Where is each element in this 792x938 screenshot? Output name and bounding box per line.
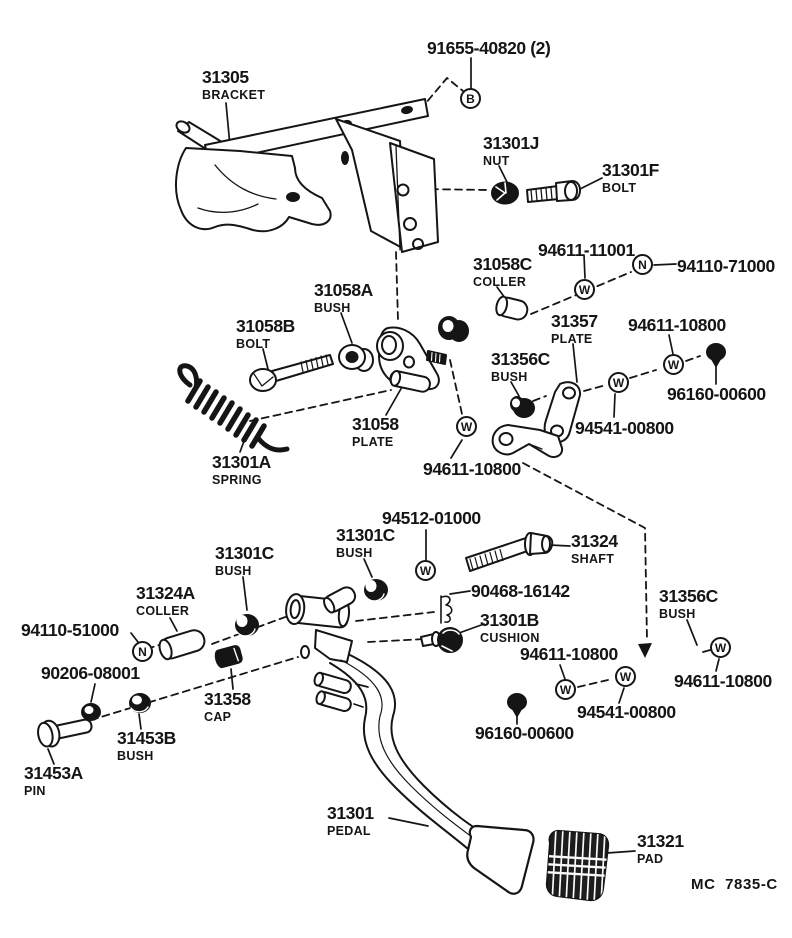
part-label-90206-08001: 90206-08001	[41, 663, 140, 683]
screw-96160-bottom-drawing	[507, 693, 527, 717]
washer-marker-w-5: W	[415, 560, 436, 581]
nut-31301j-drawing	[491, 181, 519, 205]
part-label-96160-00600-a: 96160-00600	[667, 384, 766, 404]
cap-31358-drawing	[214, 645, 243, 669]
washer-marker-w-6: W	[555, 679, 576, 700]
bolt-31058b-drawing	[249, 354, 334, 392]
part-label-94541-00800-a: 94541-00800	[575, 418, 674, 438]
clip-90468-drawing	[440, 595, 453, 624]
collar-31324a-drawing	[158, 629, 206, 661]
nut-marker-n-1: N	[632, 254, 653, 275]
shaft-31324-drawing	[465, 532, 554, 572]
bush-31301c-right-drawing	[364, 579, 388, 602]
bush-31301c-left-drawing	[235, 614, 259, 637]
diagram-code: MC 7835-C	[691, 876, 778, 893]
pad-31321-drawing	[545, 829, 610, 902]
part-label-94541-00800-b: 94541-00800	[577, 702, 676, 722]
washer-marker-w-7: W	[710, 637, 731, 658]
washer-marker-w-8: W	[615, 666, 636, 687]
nut-marker-n-2: N	[132, 641, 153, 662]
plate-31357-drawing	[491, 381, 582, 458]
collar-31058c-drawing	[495, 295, 529, 321]
washer-marker-w-2: W	[663, 354, 684, 375]
spring-31301a-drawing	[177, 363, 290, 453]
cushion-31301b-drawing	[420, 627, 463, 653]
screw-96160-top-drawing	[706, 343, 726, 367]
bush-31453b-drawing	[129, 693, 151, 713]
part-label-91655-40820: 91655-40820 (2)	[427, 38, 551, 58]
washer-90206-drawing	[81, 703, 101, 721]
part-label-94611-10800-c: 94611-10800	[520, 644, 618, 664]
washer-marker-w-1: W	[574, 279, 595, 300]
washer-marker-w-4: W	[456, 416, 477, 437]
plate-31058-knuckle-drawing	[376, 326, 447, 393]
bush-drawing-top	[438, 316, 469, 342]
pin-31453a-drawing	[37, 718, 93, 748]
part-label-94611-11001: 94611-11001	[538, 240, 635, 260]
part-label-96160-00600-b: 96160-00600	[475, 723, 574, 743]
washer-marker-w-3: W	[608, 372, 629, 393]
bolt-marker-b: B	[460, 88, 481, 109]
pedal-31301-drawing	[285, 586, 535, 895]
bush-31356c-mid-drawing	[510, 396, 535, 418]
bolt-31301f-drawing	[526, 180, 581, 203]
part-label-94611-10800-d: 94611-10800	[674, 671, 772, 691]
part-label-94110-51000: 94110-51000	[21, 620, 119, 640]
part-label-94110-71000: 94110-71000	[677, 256, 775, 276]
part-label-94611-10800-b: 94611-10800	[423, 459, 521, 479]
bracket-drawing	[175, 98, 439, 253]
part-label-90468-16142: 90468-16142	[471, 581, 570, 601]
bush-31058a-drawing	[338, 344, 374, 372]
part-label-94611-10800-a: 94611-10800	[628, 315, 726, 335]
part-label-94512-01000: 94512-01000	[382, 508, 481, 528]
arrowhead	[638, 643, 652, 658]
